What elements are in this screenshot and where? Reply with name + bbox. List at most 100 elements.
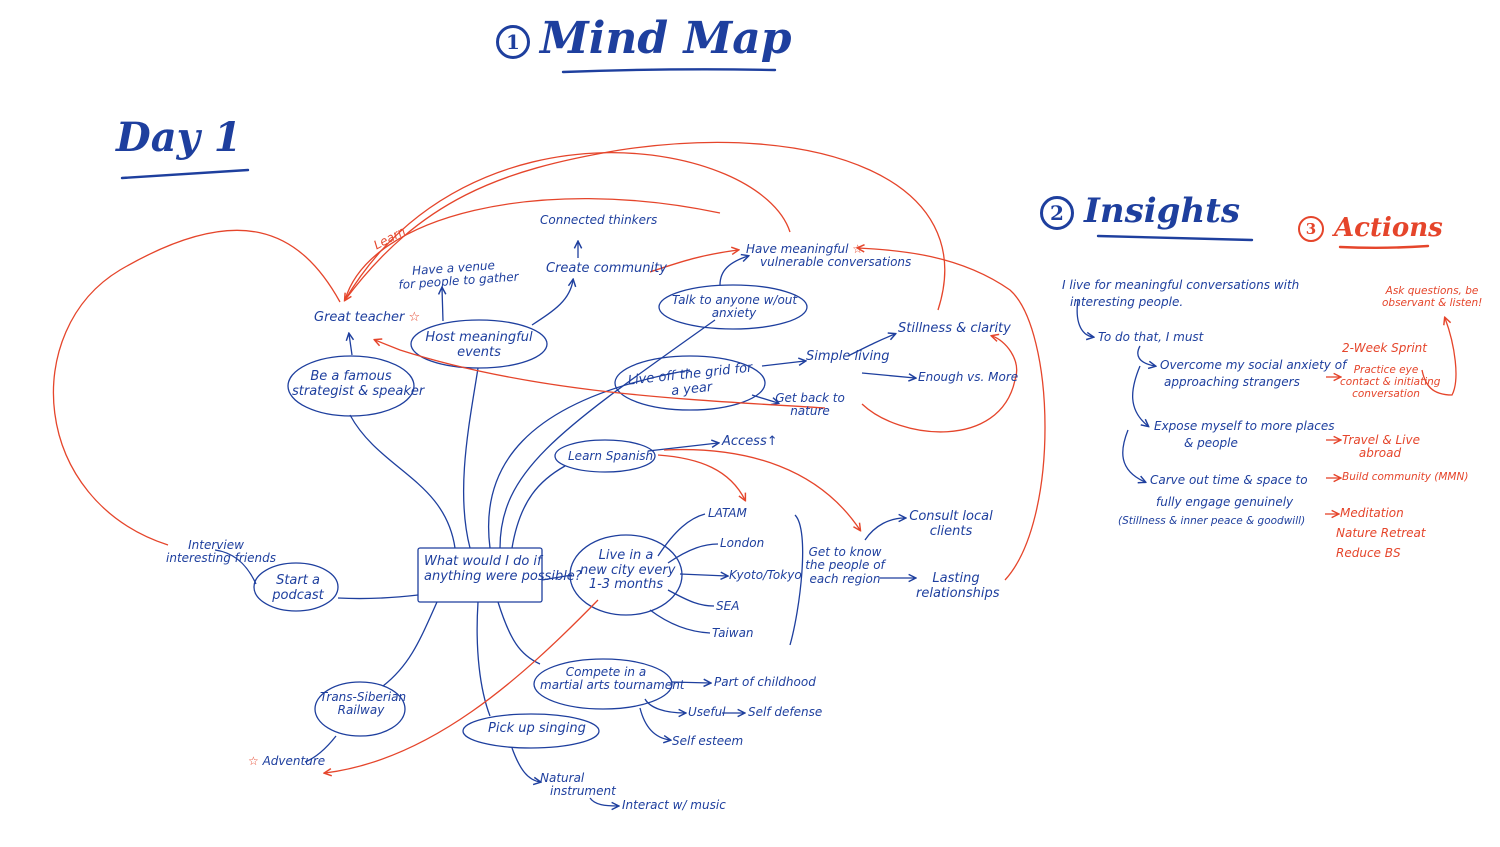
actions-title: 3 Actions <box>1298 213 1443 243</box>
back-to-nature-node: Get back to nature <box>770 391 850 419</box>
lasting-line-1: Lasting <box>932 571 980 586</box>
host-events-line-1: Host meaningful <box>425 330 533 345</box>
step-number-1: 1 <box>496 24 530 59</box>
create-community-node: Create community <box>546 261 667 276</box>
consult-line-2: clients <box>929 523 973 539</box>
kyoto-tokyo-node: Kyoto/Tokyo <box>729 568 802 582</box>
insight-line: fully engage genuinely <box>1156 495 1294 509</box>
host-events-node: Host meaningful events <box>420 330 538 360</box>
martial-line-1: Compete in a <box>565 665 647 679</box>
part-of-childhood-node: Part of childhood <box>714 675 816 689</box>
insights-title: 2 Insights <box>1040 192 1240 230</box>
host-events-line-2: events <box>457 344 501 360</box>
action-sprint: 2-Week Sprint <box>1342 341 1427 355</box>
connected-thinkers-node: Connected thinkers <box>540 213 658 227</box>
action-reduce-bs: Reduce BS <box>1336 546 1401 560</box>
action-travel-abroad: Travel & Live abroad <box>1342 433 1420 461</box>
great-teacher-node: Great teacher ☆ <box>314 310 421 326</box>
new-city-line-1: Live in a <box>598 548 654 563</box>
london-node: London <box>720 536 765 550</box>
trans-siberian-node: Trans-Siberian Railway <box>320 690 406 718</box>
nature-line-1: Get back to <box>775 391 845 405</box>
central-question-line-1: What would I do if <box>424 554 542 569</box>
interview-line-2: interesting friends <box>166 551 277 566</box>
meaningful-conversations-node: Have meaningful ☆ vulnerable conversatio… <box>746 242 912 270</box>
podcast-line-2: podcast <box>272 587 324 603</box>
stillness-clarity-node: Stillness & clarity <box>898 321 1011 336</box>
step-number-2: 2 <box>1040 196 1074 230</box>
mind-map-title-text: Mind Map <box>540 13 792 64</box>
step-number-3: 3 <box>1298 216 1324 242</box>
mind-map-title: 1 Mind Map <box>496 14 791 63</box>
insight-line: Overcome my social anxiety of <box>1160 358 1347 372</box>
insight-line: To do that, I must <box>1098 330 1204 344</box>
nature-line-2: nature <box>790 404 830 419</box>
lasting-relationships-node: Lasting relationships <box>916 571 1000 601</box>
taiwan-node: Taiwan <box>712 626 754 640</box>
famous-strategist-node: Be a famous strategist & speaker <box>292 369 425 399</box>
action-meditation: Meditation <box>1340 506 1404 520</box>
action-build-community: Build community (MMN) <box>1342 471 1469 483</box>
talk-anyone-node: Talk to anyone w/out anxiety <box>672 293 797 321</box>
travel-line-1: Travel & Live <box>1342 433 1420 447</box>
adventure-node: ☆ Adventure <box>248 754 326 768</box>
insight-line: (Stillness & inner peace & goodwill) <box>1118 515 1306 527</box>
meaningful-line-1: Have meaningful <box>746 242 849 256</box>
self-defense-node: Self defense <box>748 705 823 719</box>
insights-title-text: Insights <box>1084 191 1241 231</box>
insight-line: approaching strangers <box>1164 375 1300 389</box>
latam-node: LATAM <box>708 506 747 520</box>
new-city-node: Live in a new city every 1-3 months <box>580 548 676 593</box>
action-note-line-1: Ask questions, be <box>1385 285 1479 297</box>
interview-line-1: Interview <box>188 538 244 552</box>
sea-node: SEA <box>716 599 740 613</box>
action-nature-retreat: Nature Retreat <box>1336 526 1426 540</box>
star-icon: ☆ <box>408 310 421 325</box>
podcast-line-1: Start a <box>276 573 320 588</box>
consult-line-1: Consult local <box>909 509 993 524</box>
self-esteem-node: Self esteem <box>672 734 744 748</box>
adventure-text: Adventure <box>262 754 326 768</box>
meaningful-line-2: vulnerable conversations <box>760 255 912 270</box>
natural-line-1: Natural <box>540 771 585 785</box>
famous-line-2: strategist & speaker <box>292 383 425 399</box>
central-question: What would I do if anything were possibl… <box>424 554 582 584</box>
learn-spanish-node: Learn Spanish <box>568 449 654 463</box>
lasting-line-2: relationships <box>916 585 1000 601</box>
know-people-line-1: Get to know <box>808 545 882 559</box>
day-title: Day 1 <box>116 114 242 161</box>
talk-anyone-line-2: anxiety <box>711 306 757 321</box>
know-people-line-2: the people of <box>805 558 885 573</box>
practice-line-1: Practice eye <box>1353 364 1419 376</box>
action-note: Ask questions, be observant & listen! <box>1382 285 1483 310</box>
star-icon: ☆ <box>852 242 864 256</box>
pick-up-singing-node: Pick up singing <box>488 721 586 736</box>
interact-music-node: Interact w/ music <box>622 798 726 812</box>
insight-line: interesting people. <box>1070 295 1184 309</box>
martial-arts-node: Compete in a martial arts tournament <box>540 665 685 693</box>
actions-title-text: Actions <box>1334 213 1443 243</box>
know-people-line-3: each region <box>809 571 881 586</box>
new-city-line-2: new city every <box>580 562 676 578</box>
central-question-line-2: anything were possible? <box>424 568 582 584</box>
practice-line-3: conversation <box>1352 387 1420 400</box>
simple-living-node: Simple living <box>806 349 890 364</box>
travel-line-2: abroad <box>1358 446 1402 461</box>
action-note-line-2: observant & listen! <box>1382 296 1483 309</box>
new-city-line-3: 1-3 months <box>588 577 664 593</box>
action-practice-eye-contact: Practice eye contact & initiating conver… <box>1340 364 1440 400</box>
insight-line: Carve out time & space to <box>1150 473 1308 487</box>
know-people-node: Get to know the people of each region <box>804 545 886 586</box>
star-icon: ☆ <box>248 754 259 768</box>
famous-line-1: Be a famous <box>310 369 392 384</box>
insight-line: I live for meaningful conversations with <box>1062 278 1300 292</box>
martial-line-2: martial arts tournament <box>540 678 685 693</box>
trans-siberian-line-2: Railway <box>337 703 385 718</box>
useful-node: Useful <box>688 705 726 719</box>
natural-line-2: instrument <box>550 784 616 799</box>
start-podcast-node: Start a podcast <box>266 573 330 603</box>
natural-instrument-node: Natural instrument <box>540 771 616 799</box>
consult-clients-node: Consult local clients <box>906 509 996 539</box>
insight-line: & people <box>1184 436 1238 450</box>
